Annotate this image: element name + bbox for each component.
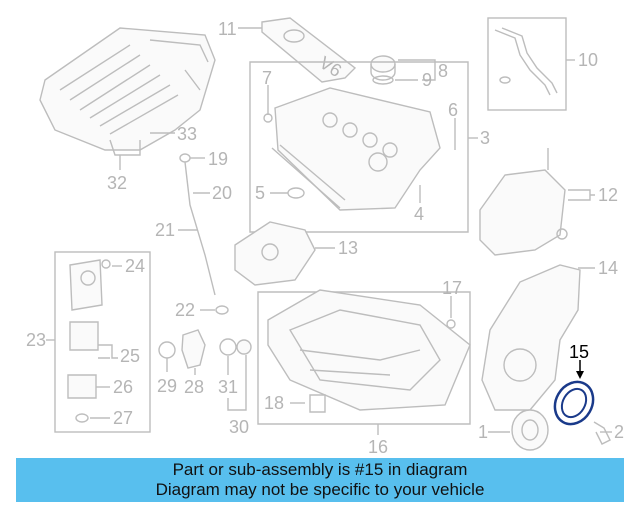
seal-ring-part-31 [219,338,237,356]
callout-3: 3 [480,128,490,148]
callout-17: 17 [442,278,462,298]
valve-cover-box [249,61,469,233]
callout-23: 23 [26,330,46,350]
drain-plug-part-17 [446,319,456,329]
callout-30: 30 [229,417,249,437]
crankshaft-seal-part-15 [553,380,595,426]
callout-9: 9 [422,70,432,90]
seal-part-12 [556,228,568,240]
seal-part-24 [101,259,111,269]
banner-line-1: Part or sub-assembly is #15 in diagram [172,460,468,479]
crank-pulley-hub [521,419,539,441]
callout-19: 19 [208,149,228,169]
callout-13: 13 [338,238,358,258]
leader-15-arrow [576,371,584,379]
banner-line-2: Diagram may not be specific to your vehi… [155,480,485,499]
cover-part-12 [479,169,566,256]
filter-cap-part-26 [67,374,97,399]
housing-part-28 [181,329,206,369]
timing-cover-part [234,221,316,286]
oring-part-27 [75,413,89,423]
callout-6: 6 [448,100,458,120]
callout-26: 26 [113,377,133,397]
callout-24: 24 [125,256,145,276]
dipstick-handle-part [179,153,191,163]
oil-pan-part [267,289,471,411]
oil-filter-box [54,251,151,433]
crank-pulley-part [511,409,549,451]
engine-cover-part: V6 [261,17,357,83]
callout-33: 33 [177,124,197,144]
callout-25: 25 [120,346,140,366]
callout-5: 5 [255,183,265,203]
timing-cover-hole [261,243,279,261]
seal-ring-part-29 [158,341,176,359]
callout-28: 28 [184,377,204,397]
callout-27: 27 [113,408,133,428]
callout-8: 8 [438,61,448,81]
callout-10: 10 [578,50,598,70]
callout-15: 15 [569,342,589,362]
filter-element-part-25 [69,321,99,351]
cap-part-30 [236,339,252,355]
leader-25 [98,344,118,359]
front-cover-seal-bore [503,348,537,382]
callout-14: 14 [598,258,618,278]
oil-pan-box [257,291,471,425]
leader-30 [227,355,247,411]
callout-22: 22 [175,300,195,320]
leader-8 [398,59,436,81]
valve-cover-part [271,87,441,211]
callout-1: 1 [478,422,488,442]
dipstick-tube-part [184,161,216,296]
leader-12 [568,189,595,201]
breather-box [487,17,567,111]
front-cover-part [481,264,581,411]
oil-filter-housing-part [69,259,103,311]
callout-16: 16 [368,437,388,457]
callout-2: 2 [614,422,624,442]
crank-bolt-part [593,421,611,445]
oil-cap-part [370,55,396,85]
intake-manifold-part [39,27,216,156]
callout-12: 12 [598,185,618,205]
bolt-part-7 [263,113,273,123]
breather-hose-part [494,27,558,96]
callout-32: 32 [107,173,127,193]
callout-20: 20 [212,183,232,203]
callout-11: 11 [218,19,237,39]
callout-21: 21 [155,220,175,240]
callout-4: 4 [414,204,424,224]
seal-part-5 [287,187,305,199]
sensor-part-18 [309,394,326,413]
info-banner: Part or sub-assembly is #15 in diagram D… [16,458,624,502]
callout-18: 18 [264,393,284,413]
callout-29: 29 [157,376,177,396]
callout-7: 7 [262,68,272,88]
seal-part-22 [215,305,229,315]
callout-31: 31 [218,377,238,397]
